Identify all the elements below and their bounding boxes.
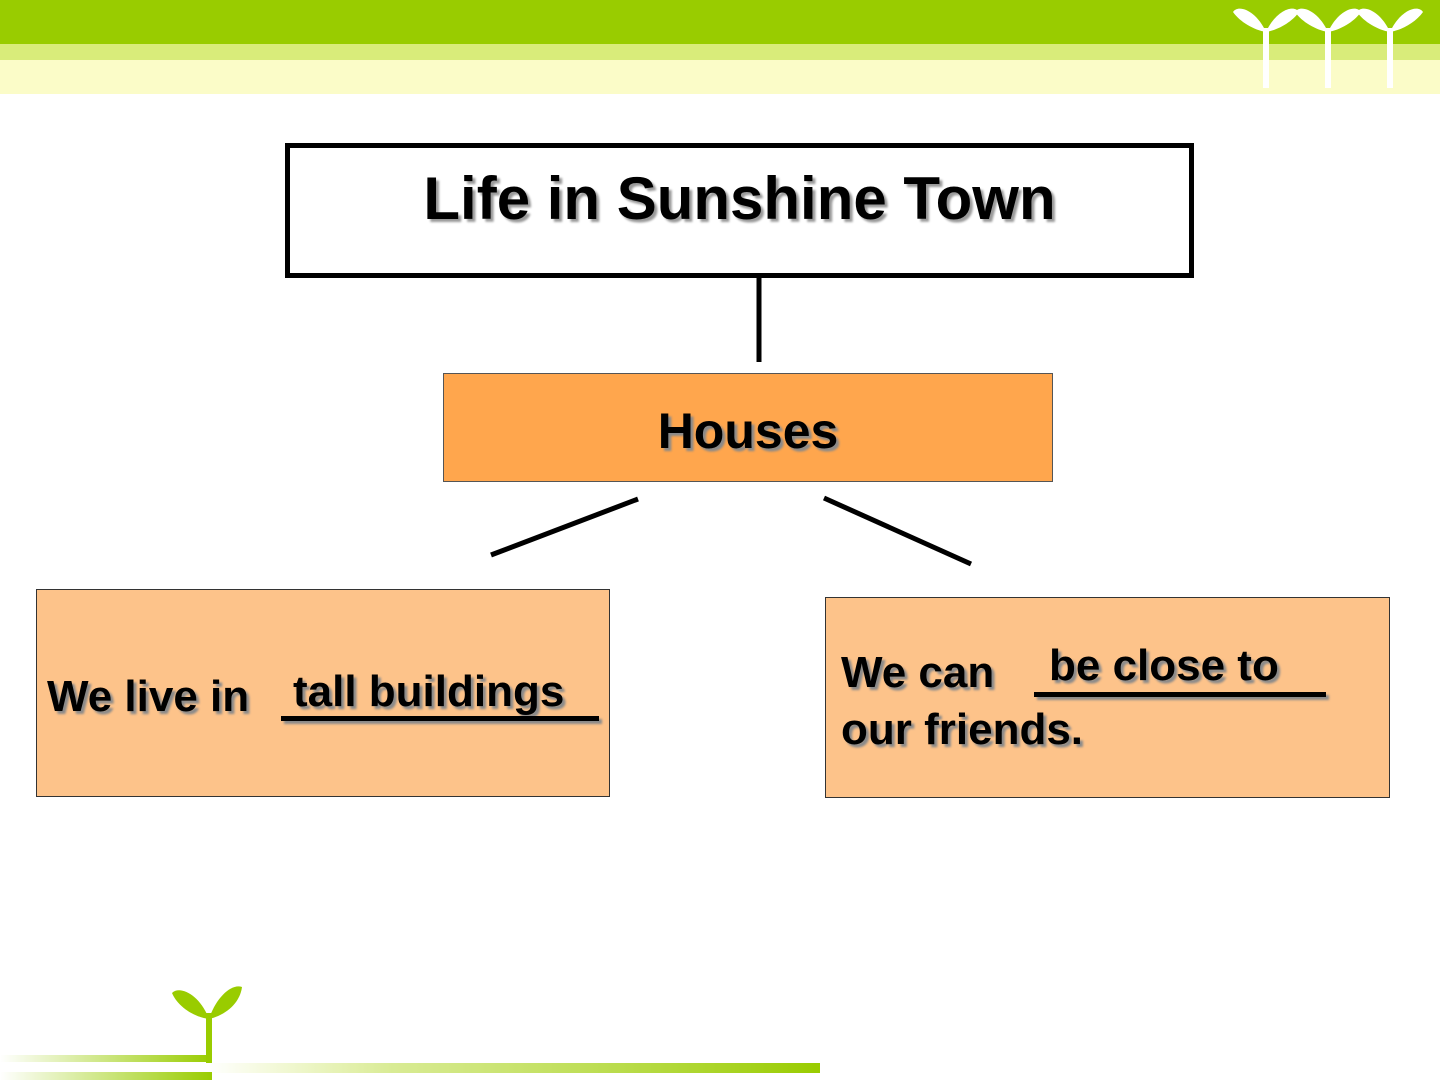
connector-houses-right xyxy=(822,495,973,567)
right-card: We can be close to our friends. xyxy=(825,597,1390,798)
right-card-blank xyxy=(1034,692,1326,697)
topic-box: Houses xyxy=(443,373,1053,482)
left-card-prefix: We live in xyxy=(47,672,250,721)
left-card: We live in tall buildings xyxy=(36,589,610,797)
diagram-title: Life in Sunshine Town xyxy=(423,165,1056,232)
topic-label: Houses xyxy=(657,403,839,459)
left-card-answer: tall buildings xyxy=(293,667,565,716)
header-light-band xyxy=(0,44,1440,60)
right-card-suffix: our friends. xyxy=(841,705,1084,754)
right-card-prefix: We can xyxy=(841,648,995,697)
bottom-sprout-icon xyxy=(0,986,820,1080)
left-card-blank xyxy=(281,716,599,721)
header-green-band xyxy=(0,0,1440,44)
connector-houses-left xyxy=(490,496,639,558)
title-box: Life in Sunshine Town xyxy=(285,143,1194,278)
header-pale-band xyxy=(0,60,1440,94)
right-card-answer: be close to xyxy=(1049,641,1279,690)
sprouts-icon xyxy=(1233,8,1423,88)
